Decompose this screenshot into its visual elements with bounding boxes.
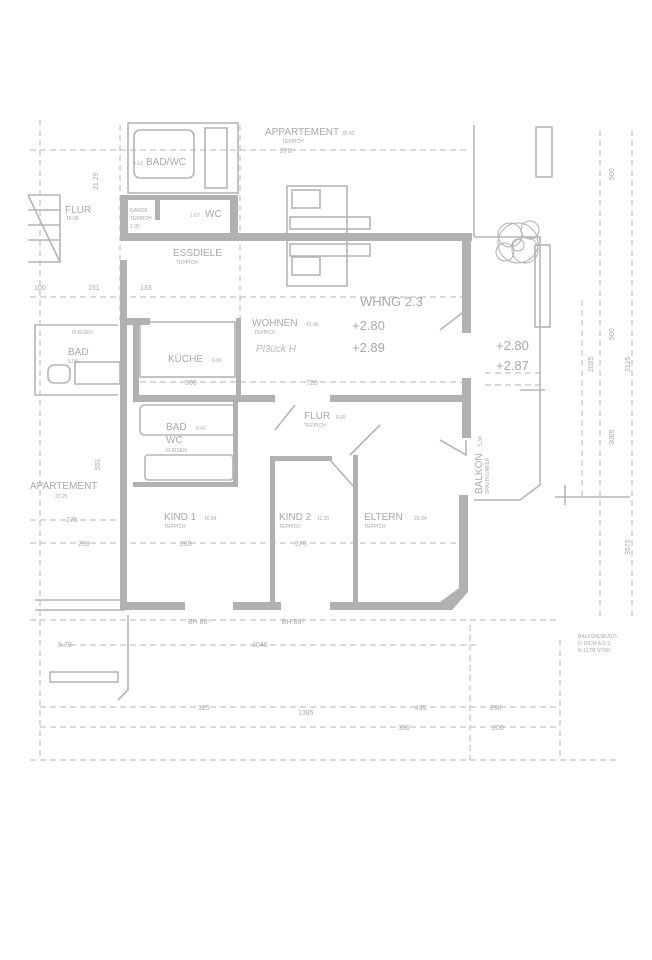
room-area: 16.08 <box>66 216 79 222</box>
room-bad-left: BAD <box>68 347 89 358</box>
dimension: 2025 <box>588 356 595 372</box>
dimension: 275 <box>66 517 78 524</box>
dimension: 125 <box>198 705 210 712</box>
dimension: 300 <box>185 380 197 387</box>
dimension: 269 <box>180 541 192 548</box>
dimension: 270 <box>280 148 292 155</box>
room-area: 4.13 <box>133 161 143 167</box>
handwritten-note: Pl3ück H <box>256 344 297 355</box>
room-kind2: KIND 2 <box>279 512 312 523</box>
room-area: 11.20 <box>317 516 329 522</box>
dimension: BH 86⁵ <box>282 619 304 626</box>
room-floor: TEPPICH <box>282 139 304 145</box>
room-area: 5.08 <box>68 359 78 365</box>
room-area: 6.05 <box>336 415 346 421</box>
room-garde: GARDE <box>130 208 148 214</box>
walls <box>120 195 472 610</box>
room-area: 20.34 <box>414 516 427 522</box>
room-floor: TEPPICH <box>130 216 152 222</box>
dimension: 133 <box>140 285 152 292</box>
dimension: 1385 <box>298 710 314 717</box>
room-area: 5.38 <box>478 436 484 446</box>
room-area: 16.84 <box>204 516 217 522</box>
room-floor: FLIESEN <box>166 448 187 454</box>
room-area: 1.95 <box>130 224 140 230</box>
note-line: D-10CM A.S S <box>578 641 611 647</box>
room-kind1: KIND 1 <box>164 512 197 523</box>
room-appartement-top: APPARTEMENT <box>265 127 339 138</box>
room-balkon: BALKON <box>474 453 485 494</box>
dimension: 259 <box>78 541 90 548</box>
room-kueche: KÜCHE <box>168 353 203 365</box>
dimension-labels: 270 720 300 269 370 259 275 1040 9.78 15… <box>34 148 632 732</box>
room-floor: TEPPICH <box>364 524 386 530</box>
dimension: 200 <box>492 725 504 732</box>
room-floor: TEPPICH <box>304 423 326 429</box>
room-area: 41.46 <box>306 322 319 328</box>
dimension: 435 <box>415 705 427 712</box>
height-mark: +2.89 <box>352 340 385 355</box>
room-labels: APPARTEMENT 35.42 TEPPICH BAD/WC 4.13 FL… <box>30 127 529 530</box>
dimension: 3575 <box>625 539 632 555</box>
dimension: 551 <box>95 458 102 470</box>
room-appartement-left: APARTEMENT <box>30 481 97 492</box>
room-essdiele: ESSDIELE <box>173 248 222 259</box>
height-mark: +2.80 <box>352 318 385 333</box>
room-bad-wc-top: BAD/WC <box>146 157 186 168</box>
dimension: 3005 <box>609 429 616 445</box>
room-floor: TEPPICH <box>279 524 301 530</box>
height-mark: +2.80 <box>496 338 529 353</box>
room-area: 6.96 <box>212 358 222 364</box>
dimension: 21.29 <box>93 172 100 190</box>
room-area: 6.42 <box>196 426 206 432</box>
dimension: 370 <box>295 541 307 548</box>
dimension: 151 <box>88 285 100 292</box>
thin-outlines <box>27 122 553 701</box>
dimension: 290 <box>490 705 502 712</box>
room-bad: BAD <box>166 422 187 433</box>
dimension: 326 <box>398 725 410 732</box>
dimension: 720 <box>306 380 318 387</box>
room-eltern: ELTERN <box>364 512 403 523</box>
dimension: 9.78 <box>58 642 72 649</box>
room-floor: FLIESEN <box>72 330 93 336</box>
stamp-notes: BALFGNDRUSTL D-10CM A.S S N-117M STRU <box>578 634 618 654</box>
room-wohnen: WOHNEN <box>252 318 298 329</box>
room-flur-left: FLUR <box>65 205 91 216</box>
room-wc: WC <box>205 209 222 220</box>
room-floor: TEPPICH <box>164 524 186 530</box>
room-area: 20.25 <box>55 494 68 500</box>
dimension: 500 <box>609 168 616 180</box>
room-floor: SPALTKLINKER <box>485 457 491 494</box>
plant-icon <box>495 220 540 264</box>
room-floor: TEPPICH <box>176 260 198 266</box>
dimension: 1040 <box>252 642 268 649</box>
note-line: N-117M STRU <box>578 648 611 654</box>
dimension: BH 86⁵ <box>188 619 210 626</box>
dimension: 100 <box>34 285 46 292</box>
note-line: BALFGNDRUSTL <box>578 634 618 640</box>
room-wc-sub: WC <box>166 435 183 446</box>
room-flur: FLUR <box>304 411 330 422</box>
room-floor: TEPPICH <box>254 330 276 336</box>
room-area: 1.57 <box>190 213 200 219</box>
room-area: 35.42 <box>342 131 355 137</box>
height-mark: +2.87 <box>496 358 529 373</box>
unit-name: WHNG 2.3 <box>360 294 423 309</box>
dimension: 500 <box>609 328 616 340</box>
dimension: 2125 <box>625 356 632 372</box>
